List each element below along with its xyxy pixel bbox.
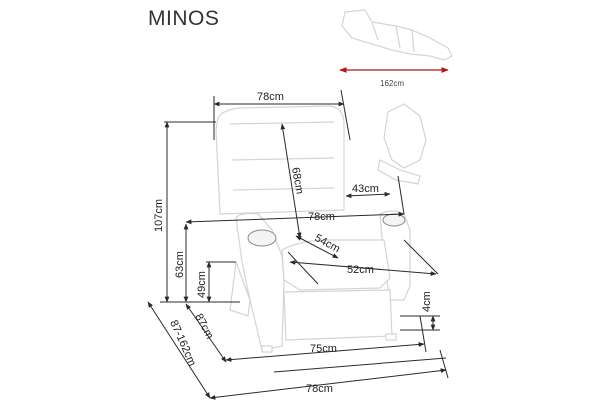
- reclined-chair-illustration: [341, 9, 453, 61]
- top-width-label: 78cm: [257, 91, 284, 103]
- leg-height-dimension: 4cm: [400, 291, 440, 331]
- arm-width-label: 78cm: [308, 211, 335, 223]
- backrest-height-label: 68cm: [289, 166, 305, 195]
- reclined-length-dimension: 162cm: [339, 67, 449, 88]
- reclined-length-label: 162cm: [380, 79, 404, 88]
- seat-width-dimension: 52cm: [287, 239, 439, 285]
- product-title: MINOS: [148, 7, 220, 30]
- top-width-dimension: 78cm: [213, 89, 351, 141]
- side-view-chair-illustration: [377, 103, 427, 185]
- total-height-label: 107cm: [153, 199, 165, 232]
- depth-label: 87cm: [192, 312, 215, 341]
- armrest-depth-dimension: 43cm: [345, 175, 405, 215]
- main-chair-illustration: [215, 105, 411, 353]
- base-width-label: 75cm: [310, 343, 337, 355]
- bottom-width-dimension: 78cm: [209, 349, 449, 400]
- armrest-depth-label: 43cm: [352, 183, 379, 195]
- depth-extended-label: 87-162cm: [167, 318, 198, 368]
- leg-height-label: 4cm: [421, 291, 433, 312]
- arm-width-dimension: 78cm: [185, 211, 405, 225]
- base-width-dimension: 75cm: [225, 315, 427, 362]
- total-height-dimension: 107cm: [153, 121, 216, 303]
- arm-height-dimension: 63cm: [174, 223, 189, 303]
- seat-height-label: 49cm: [196, 271, 208, 298]
- seat-width-label: 52cm: [347, 264, 374, 276]
- seat-height-dimension: 49cm: [196, 261, 236, 303]
- bottom-width-label: 78cm: [306, 383, 333, 395]
- arm-height-label: 63cm: [174, 251, 186, 278]
